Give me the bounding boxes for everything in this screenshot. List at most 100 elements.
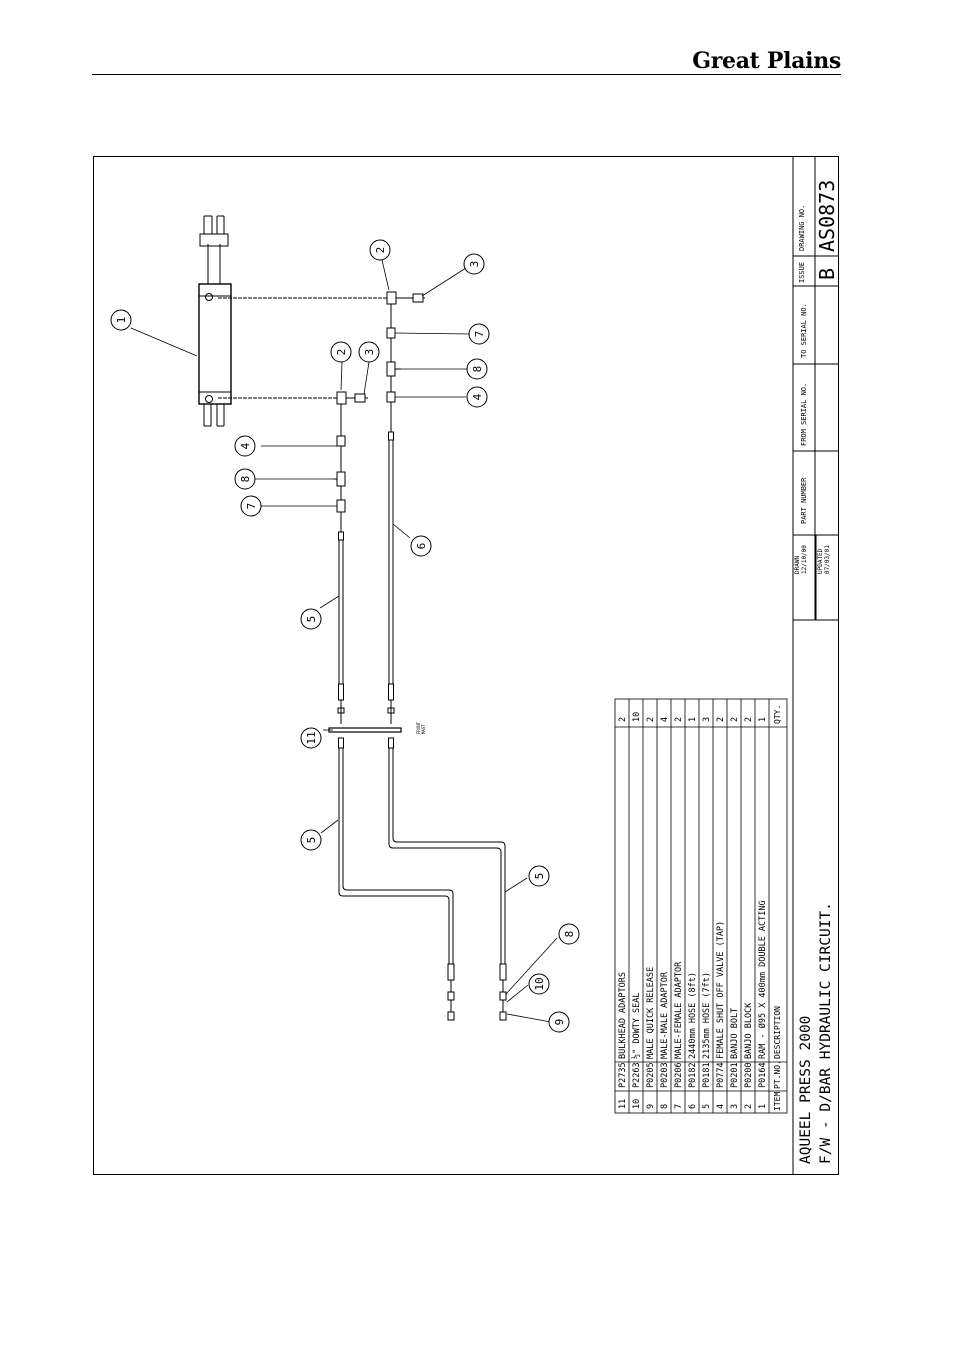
item-balloon-label: 3 [468, 261, 481, 268]
drawing-no-label: DRAWING NO. [798, 205, 806, 251]
item-balloon-label: 2 [374, 247, 387, 254]
parts-row-part-no: P0200 [744, 1062, 754, 1088]
parts-row-part-no: P0201 [730, 1062, 740, 1088]
parts-row-qty: 2 [744, 717, 754, 722]
item-balloon: 1 [110, 309, 132, 331]
issue-label: ISSUE [798, 262, 806, 283]
item-balloon-label: 8 [563, 931, 576, 938]
parts-row-item: 4 [716, 1104, 726, 1109]
item-balloon-label: 4 [471, 393, 484, 400]
item-balloon: 2 [330, 341, 352, 363]
drawing-frame [93, 156, 839, 1175]
parts-row-description: 2135mm HOSE (7ft) [702, 972, 712, 1059]
updated-date: 07/03/01 [824, 545, 831, 574]
parts-row-item: 10 [632, 1099, 642, 1109]
drawing-title-line-1: AQUEEL PRESS 2000 [798, 1016, 814, 1164]
parts-row-description: BULKHEAD ADAPTORS [618, 972, 628, 1059]
parts-row-qty: 4 [660, 717, 670, 722]
parts-row-part-no: P0164 [758, 1062, 768, 1088]
parts-row-item: 6 [688, 1104, 698, 1109]
parts-row-qty: 10 [632, 712, 642, 722]
issue-value: B [815, 268, 839, 280]
item-balloon-label: 9 [553, 1019, 566, 1026]
parts-row-item: 5 [702, 1104, 712, 1109]
parts-row-description: BANJO BLOCK [744, 1002, 754, 1059]
parts-row-part-no: P0182 [688, 1062, 698, 1088]
leader-lines [130, 259, 558, 1023]
parts-row-qty: 1 [688, 717, 698, 722]
item-balloon-label: 5 [533, 873, 546, 880]
item-balloon: 3 [463, 253, 485, 275]
item-balloon: 4 [466, 386, 488, 408]
item-balloon-label: 8 [239, 476, 252, 483]
parts-row-part-no: P0206 [674, 1062, 684, 1088]
parts-row-part-no: P2263 [632, 1062, 642, 1088]
item-balloon: 5 [300, 608, 322, 630]
parts-row-item: 1 [758, 1104, 768, 1109]
item-balloon: 8 [234, 468, 256, 490]
parts-row-description: BANJO BOLT [730, 1008, 740, 1059]
parts-row-item: 2 [744, 1104, 754, 1109]
item-balloon: 2 [369, 239, 391, 261]
parts-list-grid [614, 698, 788, 1114]
item-balloon: 8 [558, 923, 580, 945]
item-balloon-label: 7 [245, 503, 258, 510]
parts-row-item: 11 [618, 1099, 628, 1109]
parts-row-description: ½" DOWTY SEAL [631, 992, 642, 1059]
parts-row-part-no: P0205 [646, 1062, 656, 1088]
parts-row-description: MALE-MALE ADAPTOR [660, 971, 670, 1059]
parts-header-qty: QTY. [773, 705, 782, 724]
parts-row-item: 8 [660, 1104, 670, 1109]
item-balloon-label: 8 [471, 366, 484, 373]
drawing-title-line-2: F/W - D/BAR HYDRAULIC CIRCUIT. [818, 902, 834, 1164]
item-balloon: 8 [466, 358, 488, 380]
item-balloon-label: 2 [335, 349, 348, 356]
hose-circuit-a [386, 291, 425, 724]
item-balloon-label: 3 [363, 349, 376, 356]
parts-row-description: MALE QUICK RELEASE [646, 967, 656, 1059]
item-balloon-label: 5 [305, 616, 318, 623]
item-balloon-label: 5 [305, 837, 318, 844]
item-balloon: 4 [234, 435, 256, 457]
part-number-label: PART NUMBER [800, 477, 808, 524]
front-mast-note-1: FRONT [416, 721, 421, 734]
parts-row-part-no: P0181 [702, 1062, 712, 1088]
item-balloon-label: 11 [305, 731, 318, 744]
front-mast-note-2: MAST [421, 724, 426, 734]
hose-circuit-b [333, 391, 368, 724]
parts-row-part-no: P2735 [618, 1062, 628, 1088]
drawn-label: DRAWN [794, 556, 801, 574]
updated-label: UPDATED [817, 548, 824, 574]
parts-row-qty: 2 [618, 717, 628, 722]
ram-cylinder [198, 215, 232, 427]
parts-row-description: 2440mm HOSE (8ft) [688, 972, 698, 1059]
parts-header-item: ITEM [773, 1092, 782, 1111]
item-balloon-label: 4 [239, 442, 252, 449]
drawing-no-value: AS0873 [815, 180, 839, 252]
item-balloon: 6 [410, 535, 432, 557]
from-serial-label: FROM SERIAL NO. [800, 383, 808, 446]
parts-row-item: 9 [646, 1104, 656, 1109]
parts-row-item: 7 [674, 1104, 684, 1109]
item-balloon: 5 [300, 829, 322, 851]
item-balloon: 9 [548, 1011, 570, 1033]
item-balloon: 11 [300, 727, 322, 749]
item-balloon-label: 6 [415, 543, 428, 550]
item-balloon: 5 [528, 865, 550, 887]
parts-header-description: DESCRIPTION [773, 1006, 782, 1059]
header-rule [92, 74, 841, 75]
parts-header-part-no: PT.NO. [773, 1060, 782, 1089]
parts-row-part-no: P0774 [716, 1062, 726, 1088]
hose-extensions [338, 737, 507, 1021]
item-balloon: 3 [358, 341, 380, 363]
item-balloon: 7 [468, 323, 490, 345]
parts-row-qty: 1 [758, 717, 768, 722]
to-serial-label: TO SERIAL NO. [800, 303, 808, 358]
parts-row-qty: 3 [702, 717, 712, 722]
parts-row-description: FEMALE SHUT OFF VALVE (TAP) [716, 921, 726, 1059]
parts-row-part-no: P0203 [660, 1062, 670, 1088]
parts-row-qty: 2 [674, 717, 684, 722]
parts-row-description: RAM - Ø95 X 400mm DOUBLE ACTING [757, 900, 768, 1059]
